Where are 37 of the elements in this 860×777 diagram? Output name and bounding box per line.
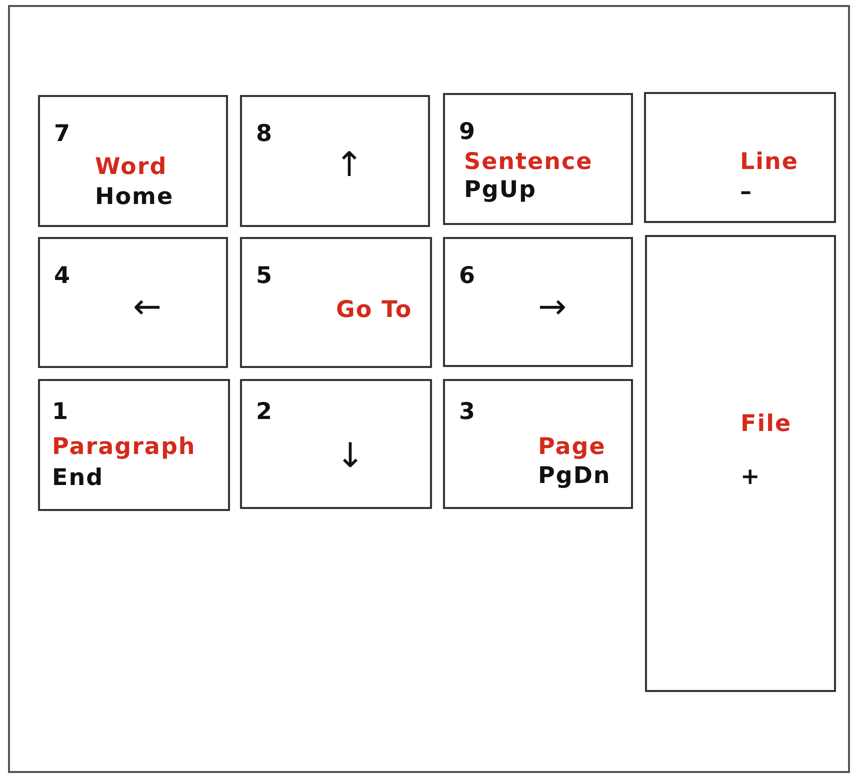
key-function-label: Sentence: [464, 148, 593, 176]
key-number: 9: [459, 118, 476, 146]
key-number: 4: [54, 262, 72, 290]
arrow-label: ↓: [336, 439, 366, 473]
key-function-label: Word: [95, 153, 168, 181]
key-number: 5: [256, 262, 274, 290]
keypad-key: [443, 93, 633, 225]
key-number: 8: [256, 120, 274, 148]
keypad-key: [240, 237, 432, 368]
key-function-label: Line: [740, 148, 799, 176]
key-function-label: File: [740, 410, 792, 438]
arrow-label: →: [538, 290, 568, 324]
key-function-label: Paragraph: [52, 433, 196, 461]
key-function-label: Page: [538, 433, 606, 461]
keypad-key: [240, 379, 432, 509]
key-number: 3: [459, 398, 476, 426]
keypad-key: [38, 95, 228, 227]
key-function-label: Go To: [336, 296, 412, 324]
keypad-key: [38, 237, 228, 368]
key-number: 2: [256, 398, 274, 426]
key-label: +: [740, 463, 761, 491]
keypad-key: [38, 379, 230, 511]
arrow-label: ←: [133, 290, 162, 324]
key-number: 1: [52, 398, 70, 426]
arrow-label: ↑: [335, 148, 364, 182]
keypad-key: [443, 379, 633, 509]
key-label: Home: [95, 183, 174, 211]
keypad-key: [644, 92, 836, 223]
key-label: –: [740, 178, 752, 206]
keypad-key: [645, 235, 836, 692]
key-number: 6: [459, 262, 476, 290]
keypad-key: [240, 95, 430, 227]
key-label: PgDn: [538, 462, 611, 490]
keypad-key: [443, 237, 633, 367]
key-label: End: [52, 464, 104, 492]
key-label: PgUp: [464, 176, 536, 204]
key-number: 7: [54, 120, 72, 148]
